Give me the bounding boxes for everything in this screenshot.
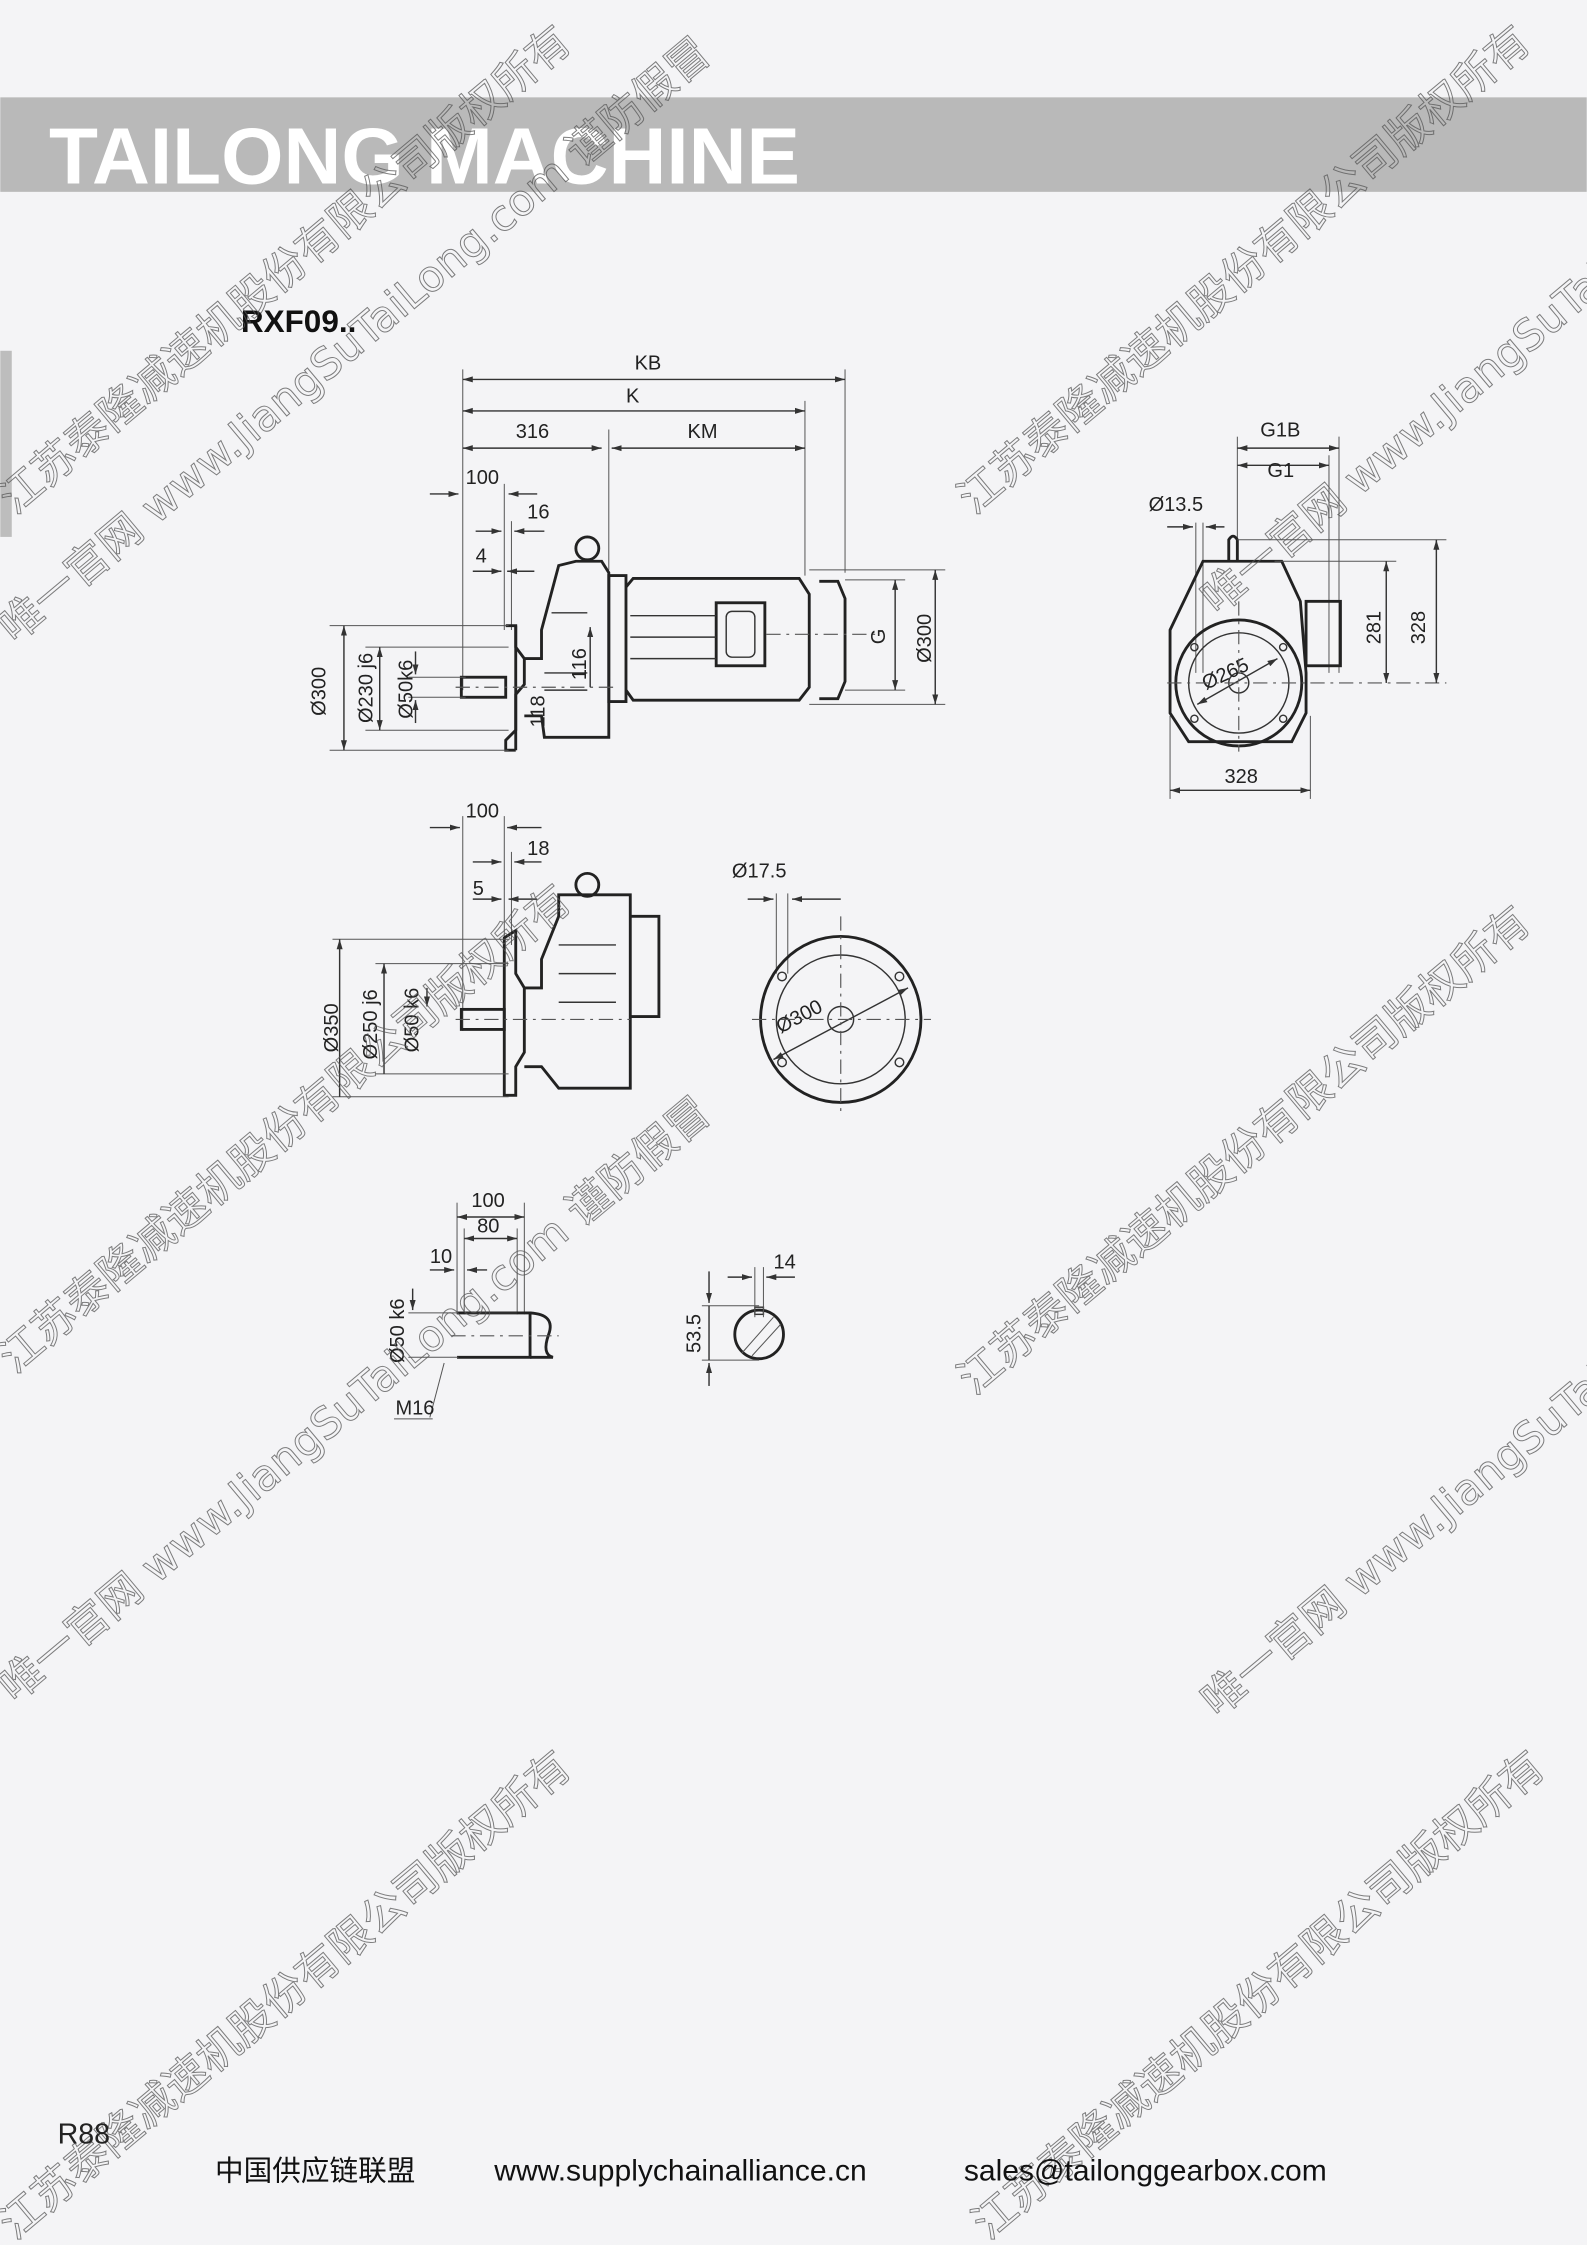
dim-g1: G1: [1267, 460, 1294, 482]
dim-100: 100: [471, 1190, 504, 1212]
page-number: R88: [58, 2118, 111, 2150]
watermark-copyright: 江苏泰隆减速机股份有限公司版权所有: [949, 897, 1540, 1405]
dim-motor-dia: Ø300: [914, 614, 936, 663]
dim-116: 116: [569, 648, 591, 680]
dim-g: G: [868, 629, 890, 645]
dim-281: 281: [1364, 611, 1386, 644]
watermark-official: 唯一官网 www.JiangSuTaiLong.com 谨防假冒: [0, 1087, 721, 1712]
dim-10: 10: [430, 1246, 452, 1268]
dim-key-height: 53.5: [683, 1314, 705, 1353]
dim-shaft-dia: Ø50 k6: [387, 1298, 409, 1363]
dim-shaft-dia: Ø50k6: [396, 660, 418, 719]
shaft-detail: 100 80 10 Ø50 k6 M16 14 53.5: [387, 1190, 796, 1420]
dim-100: 100: [466, 467, 499, 489]
side-view: G1B G1 Ø13.5 Ø265 281 328 328: [1149, 420, 1447, 799]
dim-km: KM: [688, 421, 718, 443]
dim-hole-dia: Ø17.5: [732, 861, 787, 883]
dim-328-horizontal: 328: [1224, 766, 1257, 788]
dim-16: 16: [527, 501, 549, 523]
dim-4: 4: [476, 546, 487, 568]
dim-100: 100: [466, 801, 499, 823]
dim-80: 80: [477, 1216, 499, 1238]
flange-view: 100 18 5 Ø350 Ø250 j6 Ø50 k6 Ø17.5 Ø300: [321, 801, 931, 1117]
footer-website[interactable]: www.supplychainalliance.cn: [493, 2155, 866, 2188]
footer-email[interactable]: sales@tailonggearbox.com: [964, 2155, 1327, 2188]
dim-thread: M16: [395, 1398, 434, 1420]
dim-18: 18: [527, 838, 549, 860]
footer: R88 中国供应链联盟 www.supplychainalliance.cn s…: [58, 2118, 1327, 2187]
dim-key-width: 14: [773, 1252, 795, 1274]
header-band: TAILONG MACHINE: [0, 97, 1587, 537]
dim-hole-dia: Ø13.5: [1149, 494, 1204, 516]
dim-pcd: Ø300: [773, 996, 827, 1038]
footer-alliance: 中国供应链联盟: [215, 2154, 415, 2188]
watermark-official: 唯一官网 www.JiangSuTaiLong.com 谨防假冒: [1192, 1102, 1587, 1727]
dim-shaft-dia: Ø50 k6: [401, 988, 423, 1053]
model-title: RXF09..: [241, 303, 356, 339]
dim-spigot-dia: Ø250 j6: [360, 989, 382, 1059]
brand-title: TAILONG MACHINE: [49, 110, 800, 200]
dim-316: 316: [516, 421, 549, 443]
dim-spigot-dia: Ø230 j6: [356, 653, 378, 723]
watermark-official: 唯一官网 www.JiangSuTaiLong.com 谨防假冒: [1192, 0, 1587, 624]
dim-flange-dia: Ø350: [321, 1003, 343, 1052]
dim-kb: KB: [635, 352, 662, 374]
dim-328-vertical: 328: [1408, 611, 1430, 644]
dim-118: 118: [527, 695, 549, 727]
dim-k: K: [626, 385, 640, 407]
dim-flange-dia: Ø300: [308, 667, 330, 716]
dim-5: 5: [473, 878, 484, 900]
front-view: KB K 316 KM 100 16 4 Ø: [308, 352, 946, 752]
dim-g1b: G1B: [1260, 420, 1300, 442]
